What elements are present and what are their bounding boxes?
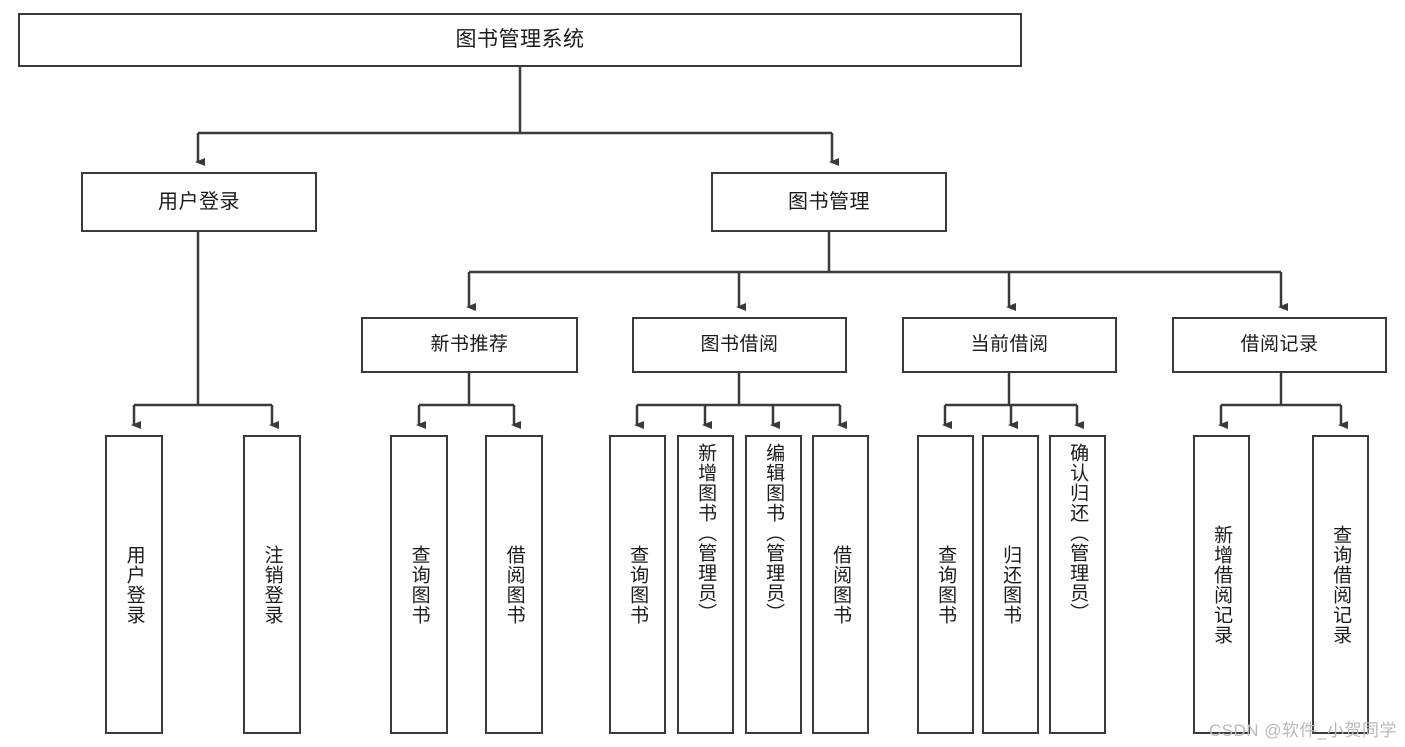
node-new-book-recommend[interactable]: 新书推荐 bbox=[361, 317, 578, 373]
leaf-logout-login-label: 注销登录 bbox=[261, 544, 283, 625]
leaf-return-book[interactable]: 归还图书 bbox=[982, 435, 1039, 734]
leaf-add-borrow-record-label: 新增借阅记录 bbox=[1211, 524, 1233, 645]
leaf-query-borrow-record-label: 查询借阅记录 bbox=[1330, 524, 1352, 645]
node-book-borrow-label: 图书借阅 bbox=[700, 333, 779, 355]
leaf-borrow-book-borrow-label: 借阅图书 bbox=[830, 544, 852, 625]
leaf-user-login[interactable]: 用户登录 bbox=[105, 435, 163, 734]
leaf-user-login-label: 用户登录 bbox=[123, 544, 145, 625]
node-root-label: 图书管理系统 bbox=[455, 28, 585, 52]
leaf-edit-book-admin-label: 编辑图书（管理员） bbox=[763, 443, 785, 623]
leaf-add-book-admin[interactable]: 新增图书（管理员） bbox=[677, 435, 734, 734]
leaf-query-book-current[interactable]: 查询图书 bbox=[917, 435, 974, 734]
leaf-borrow-book-recommend-label: 借阅图书 bbox=[503, 544, 525, 625]
node-borrow-record[interactable]: 借阅记录 bbox=[1172, 317, 1387, 373]
leaf-query-book-current-label: 查询图书 bbox=[935, 544, 957, 625]
leaf-borrow-book-recommend[interactable]: 借阅图书 bbox=[485, 435, 543, 734]
leaf-query-book-recommend[interactable]: 查询图书 bbox=[390, 435, 448, 734]
node-book-management[interactable]: 图书管理 bbox=[711, 172, 947, 232]
leaf-query-borrow-record[interactable]: 查询借阅记录 bbox=[1312, 435, 1369, 734]
node-current-borrow-label: 当前借阅 bbox=[970, 333, 1049, 355]
leaf-borrow-book-borrow[interactable]: 借阅图书 bbox=[812, 435, 869, 734]
leaf-add-book-admin-label: 新增图书（管理员） bbox=[695, 443, 717, 623]
node-user-login-label: 用户登录 bbox=[158, 191, 240, 213]
node-root-book-management-system[interactable]: 图书管理系统 bbox=[18, 13, 1022, 67]
leaf-confirm-return-admin[interactable]: 确认归还（管理员） bbox=[1049, 435, 1106, 734]
leaf-edit-book-admin[interactable]: 编辑图书（管理员） bbox=[745, 435, 802, 734]
node-new-book-recommend-label: 新书推荐 bbox=[430, 333, 509, 355]
node-user-login[interactable]: 用户登录 bbox=[81, 172, 317, 232]
node-book-management-label: 图书管理 bbox=[788, 191, 870, 213]
node-borrow-record-label: 借阅记录 bbox=[1240, 333, 1319, 355]
leaf-confirm-return-admin-label: 确认归还（管理员） bbox=[1067, 443, 1089, 623]
leaf-query-book-borrow[interactable]: 查询图书 bbox=[609, 435, 666, 734]
leaf-query-book-recommend-label: 查询图书 bbox=[408, 544, 430, 625]
node-current-borrow[interactable]: 当前借阅 bbox=[902, 317, 1117, 373]
leaf-return-book-label: 归还图书 bbox=[1000, 544, 1022, 625]
node-book-borrow[interactable]: 图书借阅 bbox=[632, 317, 847, 373]
leaf-logout-login[interactable]: 注销登录 bbox=[243, 435, 301, 734]
leaf-query-book-borrow-label: 查询图书 bbox=[627, 544, 649, 625]
leaf-add-borrow-record[interactable]: 新增借阅记录 bbox=[1193, 435, 1250, 734]
